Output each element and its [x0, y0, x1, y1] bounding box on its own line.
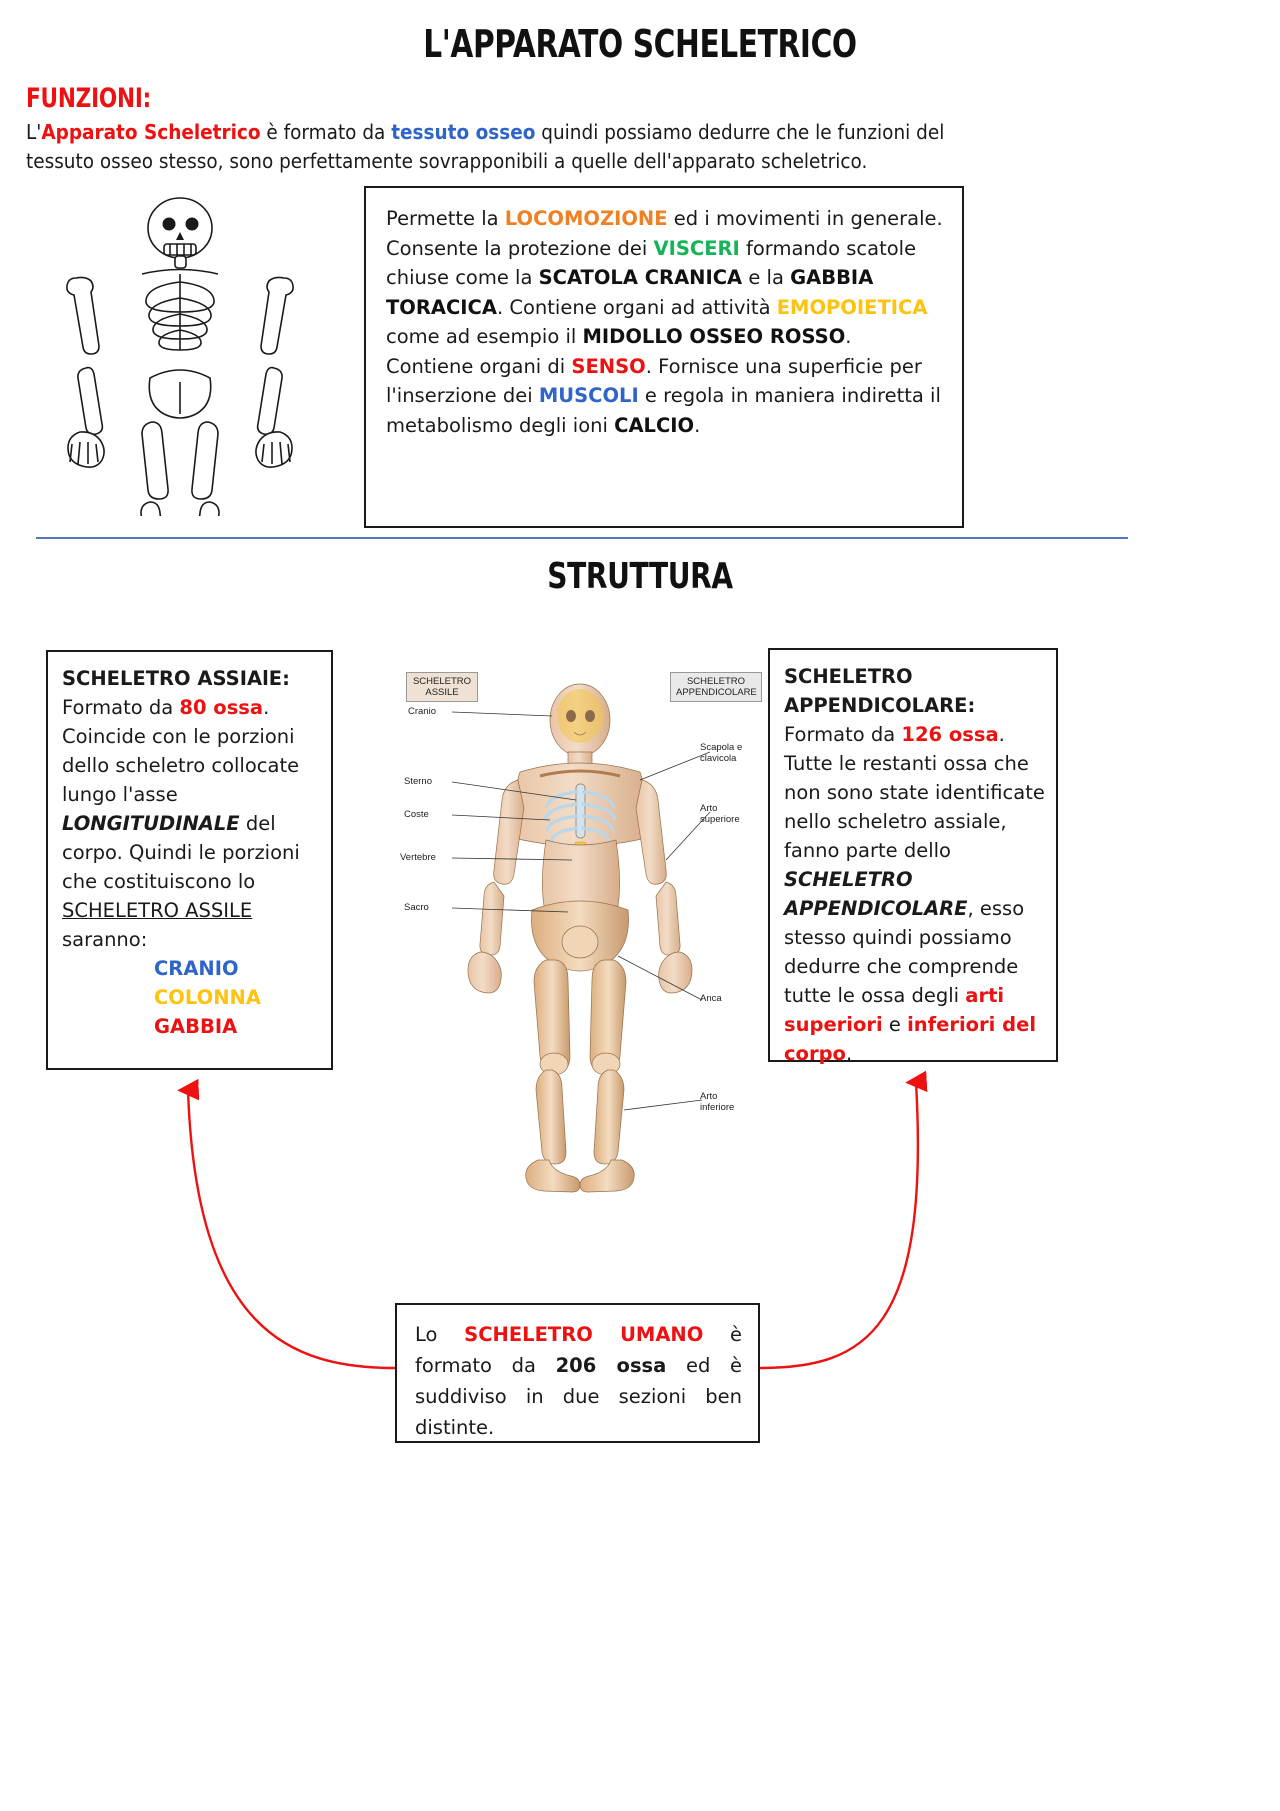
- figure-label-vertebre: Vertebre: [400, 852, 436, 863]
- figure-label-sterno: Sterno: [404, 776, 432, 787]
- figure-label-arto-superiore: Arto superiore: [700, 803, 740, 825]
- funzioni-box: Permette la LOCOMOZIONE ed i movimenti i…: [364, 186, 964, 528]
- app-t5: .: [845, 1042, 853, 1065]
- fx-locomozione: LOCOMOZIONE: [504, 207, 668, 230]
- assiale-longitudinale: LONGITUDINALE: [62, 812, 240, 835]
- arrow-to-assiale: [177, 1078, 396, 1370]
- fx-emopoietica: EMOPOIETICA: [776, 295, 928, 319]
- assiale-t1: Formato da: [62, 696, 180, 719]
- assiale-t3: del corpo. Quindi le porzioni che costit…: [62, 812, 300, 893]
- figure-label-anca: Anca: [700, 993, 722, 1004]
- fx-t9: e regola in maniera indiretta il metabol…: [386, 384, 941, 437]
- assiale-ossa: 80 ossa: [179, 696, 264, 719]
- fx-t1: Permette la: [386, 207, 505, 230]
- intro-t1: L': [26, 120, 42, 144]
- fx-midollo: MIDOLLO OSSEO ROSSO: [582, 325, 846, 348]
- anatomy-figure: SCHELETRO ASSILE SCHELETRO APPENDICOLARE…: [400, 660, 762, 1200]
- arrow-to-appendicolare: [759, 1070, 928, 1370]
- scheletro-appendicolare-box: SCHELETRO APPENDICOLARE: Formato da 126 o…: [768, 648, 1058, 1065]
- fx-senso: SENSO: [571, 354, 646, 378]
- app-t2: . Tutte le restanti ossa che non sono st…: [784, 723, 1045, 862]
- figure-label-coste: Coste: [404, 809, 429, 820]
- fx-calcio: CALCIO: [614, 413, 695, 437]
- fx-t5: . Contiene organi ad attività: [496, 295, 777, 319]
- figure-label-sacro: Sacro: [404, 902, 429, 913]
- assiale-item-cranio: CRANIO: [154, 957, 239, 980]
- intro-tessuto-osseo: tessuto osseo: [391, 120, 536, 144]
- appendicolare-title: SCHELETRO APPENDICOLARE:: [784, 665, 976, 717]
- figure-label-scheletro-appendicolare: SCHELETRO APPENDICOLARE: [670, 672, 762, 702]
- app-t3: , esso stesso quindi possiamo dedurre ch…: [784, 897, 1025, 1007]
- fx-t10: .: [694, 413, 701, 437]
- umano-t1: Lo: [415, 1323, 465, 1346]
- assiale-item-colonna: COLONNA: [154, 986, 261, 1009]
- skeleton-clipart-icon: [66, 197, 294, 516]
- fx-t6: come ad esempio il: [386, 325, 583, 348]
- intro-t2: è formato da: [260, 120, 392, 144]
- app-t1: Formato da: [784, 723, 902, 746]
- fx-visceri: VISCERI: [653, 236, 740, 260]
- section-divider: [36, 537, 1128, 539]
- assiale-item-gabbia: GABBIA: [154, 1015, 238, 1038]
- umano-t3: ed è suddiviso in due sezioni ben distin…: [415, 1354, 742, 1439]
- assiale-t4: saranno:: [62, 928, 148, 951]
- funzioni-box-text: Permette la LOCOMOZIONE ed i movimenti i…: [366, 188, 962, 440]
- assiale-assile: SCHELETRO ASSILE: [62, 899, 253, 922]
- figure-label-cranio: Cranio: [408, 706, 436, 717]
- fx-gabbia-toracica: GABBIA TORACICA: [386, 266, 874, 319]
- figure-label-scapola-clavicola: Scapola e clavicola: [700, 742, 743, 764]
- umano-ossa: 206 ossa: [555, 1354, 667, 1377]
- app-scheletro-appendicolare: SCHELETRO APPENDICOLARE: [784, 868, 968, 920]
- app-arti-superiori: arti superiori: [784, 984, 1005, 1036]
- figure-label-scheletro-assile: SCHELETRO ASSILE: [406, 672, 478, 702]
- app-arti-inferiori: inferiori del corpo: [784, 1013, 1037, 1065]
- section-title-struttura: STRUTTURA: [547, 556, 733, 597]
- assiale-t2: . Coincide con le porzioni dello schelet…: [62, 696, 300, 806]
- app-t4: e: [882, 1013, 908, 1036]
- page-title: L'APPARATO SCHELETRICO: [423, 22, 857, 66]
- assiale-title: SCHELETRO ASSIAlE:: [62, 667, 290, 690]
- figure-label-arto-inferiore: Arto inferiore: [700, 1091, 735, 1113]
- fx-t4: e la: [742, 266, 791, 289]
- scheletro-umano-box: Lo SCHELETRO UMANO è formato da 206 ossa…: [395, 1303, 760, 1443]
- fx-t3: formando scatole chiuse come la: [386, 236, 917, 290]
- fx-t7: . Contiene organi di: [386, 325, 852, 378]
- fx-t2: ed i movimenti in generale. Consente la …: [386, 207, 943, 260]
- fx-t8: . Fornisce una superficie per l'inserzio…: [386, 354, 922, 408]
- umano-t2: è formato da: [415, 1323, 743, 1377]
- umano-scheletro-umano: SCHELETRO UMANO: [464, 1323, 704, 1346]
- scheletro-assiale-box: SCHELETRO ASSIAlE: Formato da 80 ossa. Co…: [46, 650, 333, 1070]
- intro-apparato: Apparato Scheletrico: [41, 120, 261, 144]
- fx-scatola-cranica: SCATOLA CRANICA: [538, 266, 743, 289]
- fx-muscoli: MUSCOLI: [538, 384, 639, 407]
- funzioni-heading: FUNZIONI:: [26, 83, 152, 114]
- app-ossa: 126 ossa: [901, 723, 999, 746]
- intro-paragraph: L'Apparato Scheletrico è formato da tess…: [26, 118, 971, 176]
- intro-t3: quindi possiamo dedurre che le funzioni …: [26, 120, 945, 173]
